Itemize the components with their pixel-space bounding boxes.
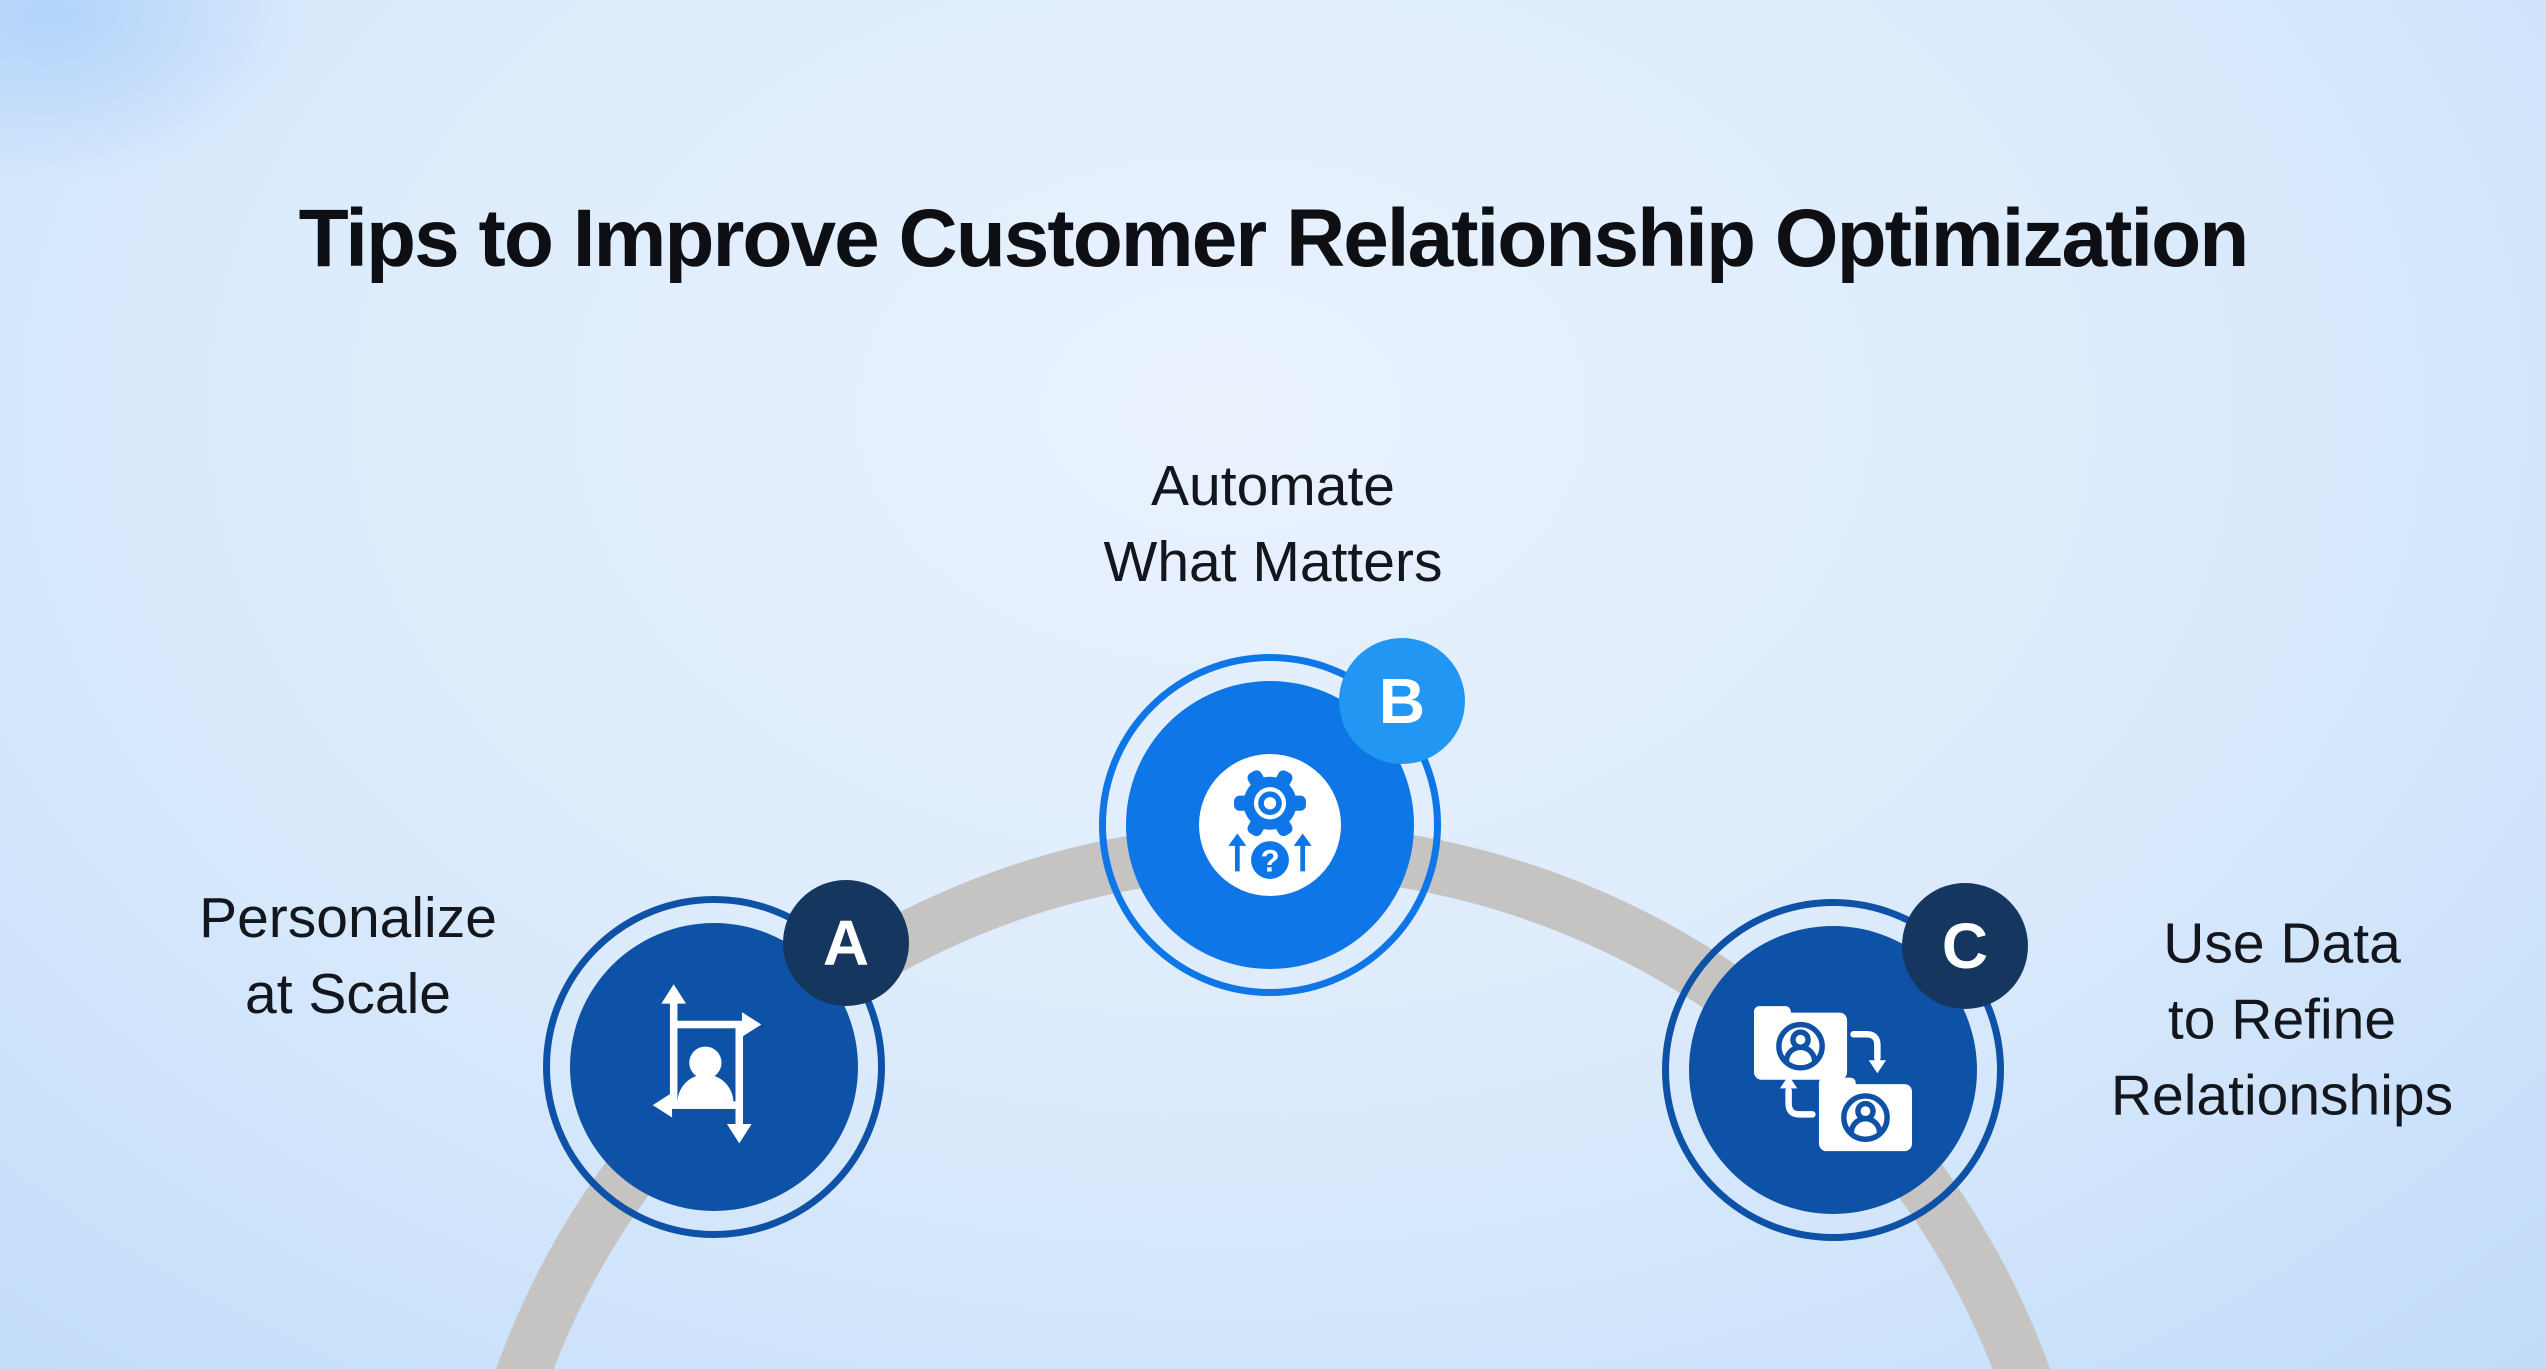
step-label-c: Use Data to Refine Relationships <box>2110 911 2454 1127</box>
node-ring <box>1662 899 2004 1241</box>
node-disc: ? <box>1126 681 1414 969</box>
icon-backplate: ? <box>1199 754 1341 896</box>
step-badge-b: B <box>1339 638 1465 764</box>
page-title: Tips to Improve Customer Relationship Op… <box>298 192 2250 284</box>
step-label-a: Personalize at Scale <box>199 886 497 1026</box>
person-scale-icon <box>628 981 800 1153</box>
step-badge-c: C <box>1902 883 2028 1009</box>
step-badge-a: A <box>783 880 909 1006</box>
step-label-b: Automate What Matters <box>1103 454 1443 594</box>
node-ring <box>543 896 885 1238</box>
gear-automation-icon: ? <box>1199 754 1341 896</box>
node-ring <box>1099 654 1441 996</box>
folder-sync-icon <box>1741 978 1925 1162</box>
svg-text:?: ? <box>1260 843 1279 878</box>
